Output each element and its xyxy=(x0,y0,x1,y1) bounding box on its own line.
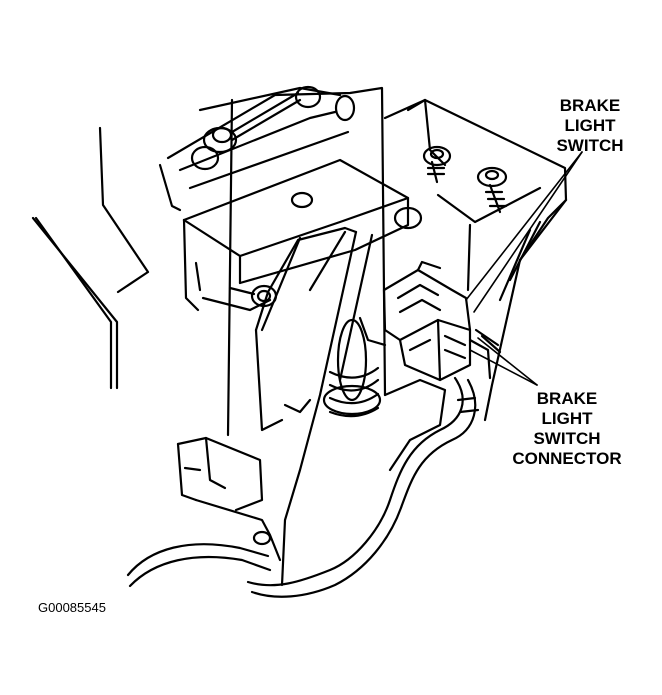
wiring-harness xyxy=(246,328,502,598)
pedal-pivot-housing xyxy=(158,85,387,397)
label-line: SWITCH xyxy=(556,136,624,155)
leader-brake-light-switch-connector xyxy=(469,337,538,386)
mounting-stud-left xyxy=(422,145,452,184)
left-support-bracket xyxy=(31,126,150,390)
lower-bracket xyxy=(176,98,282,562)
label-line: LIGHT xyxy=(564,116,616,135)
figure-id: G00085545 xyxy=(38,600,106,615)
return-spring xyxy=(322,316,387,418)
mounting-block xyxy=(182,158,423,312)
pedal-support-plate xyxy=(383,98,568,472)
label-line: BRAKE xyxy=(536,389,598,408)
label-line: BRAKE xyxy=(559,96,621,115)
label-line: LIGHT xyxy=(541,409,593,428)
hose-left xyxy=(126,543,272,588)
label-brake-light-switch: BRAKE LIGHT SWITCH xyxy=(540,96,640,156)
label-line: SWITCH xyxy=(533,429,601,448)
brake-light-switch-connector xyxy=(398,318,492,382)
label-line: CONNECTOR xyxy=(512,449,622,468)
label-brake-light-switch-connector: BRAKE LIGHT SWITCH CONNECTOR xyxy=(507,389,627,469)
brake-pedal-arm xyxy=(228,226,374,587)
mounting-stud-right xyxy=(476,166,508,214)
brake-light-switch-body xyxy=(382,260,472,342)
leader-brake-light-switch xyxy=(465,151,583,313)
